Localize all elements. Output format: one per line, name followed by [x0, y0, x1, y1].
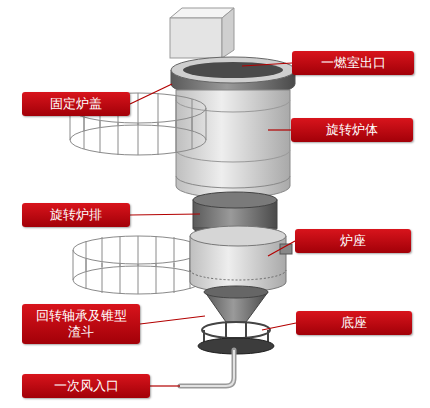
callout-text: 回转轴承及锥型 渣斗: [28, 308, 134, 340]
callout-text: 一次风入口: [28, 378, 144, 394]
callout-text: 炉座: [301, 233, 405, 249]
callout-box: 底座: [296, 311, 412, 335]
illustration-part: [193, 192, 277, 208]
callout-text: 旋转炉体: [297, 122, 407, 138]
illustration-part: [268, 129, 291, 130]
illustration-part: [171, 57, 295, 83]
callout-text: 旋转炉排: [28, 207, 124, 223]
illustration-part: [180, 350, 234, 386]
callout-box: 旋转炉体: [291, 118, 413, 142]
illustration-part: [176, 90, 290, 198]
illustration-part: [262, 323, 296, 330]
illustration-part: [190, 226, 286, 246]
railing-lower: [73, 236, 203, 294]
illustration-part: [204, 286, 268, 298]
illustration-part: [140, 316, 205, 324]
primary-air-pipe: [180, 350, 234, 386]
illustration-part: [268, 241, 295, 256]
callout-box: 一燃室出口: [292, 51, 414, 75]
callout-box: 回转轴承及锥型 渣斗: [22, 304, 140, 344]
illustration-part: [180, 350, 234, 386]
callout-box: 旋转炉排: [22, 203, 130, 227]
illustration-part: [222, 8, 234, 58]
outlet-duct: [170, 8, 234, 58]
illustration-part: [176, 176, 290, 188]
rotary-kiln-body: [176, 90, 290, 198]
illustration-part: [130, 214, 200, 215]
callout-text: 固定炉盖: [28, 96, 124, 112]
illustration-part: [176, 100, 290, 112]
illustration-part: [190, 270, 286, 280]
furnace-seat: [190, 226, 292, 292]
illustration-part: [176, 150, 290, 162]
callout-box: 固定炉盖: [22, 92, 130, 116]
illustration-part: [73, 236, 203, 294]
callout-text: 一燃室出口: [298, 55, 408, 71]
illustration-part: [170, 18, 222, 58]
illustration-part: [150, 385, 180, 386]
callout-box: 一次风入口: [22, 374, 150, 398]
illustration-part: [242, 63, 292, 66]
callout-text: 底座: [302, 315, 406, 331]
slewing-bearing-cone-hopper: [204, 286, 268, 322]
illustration-part: [202, 322, 270, 338]
callout-box: 炉座: [295, 229, 411, 253]
illustration-part: [130, 84, 172, 104]
leader-lines: [130, 63, 296, 386]
